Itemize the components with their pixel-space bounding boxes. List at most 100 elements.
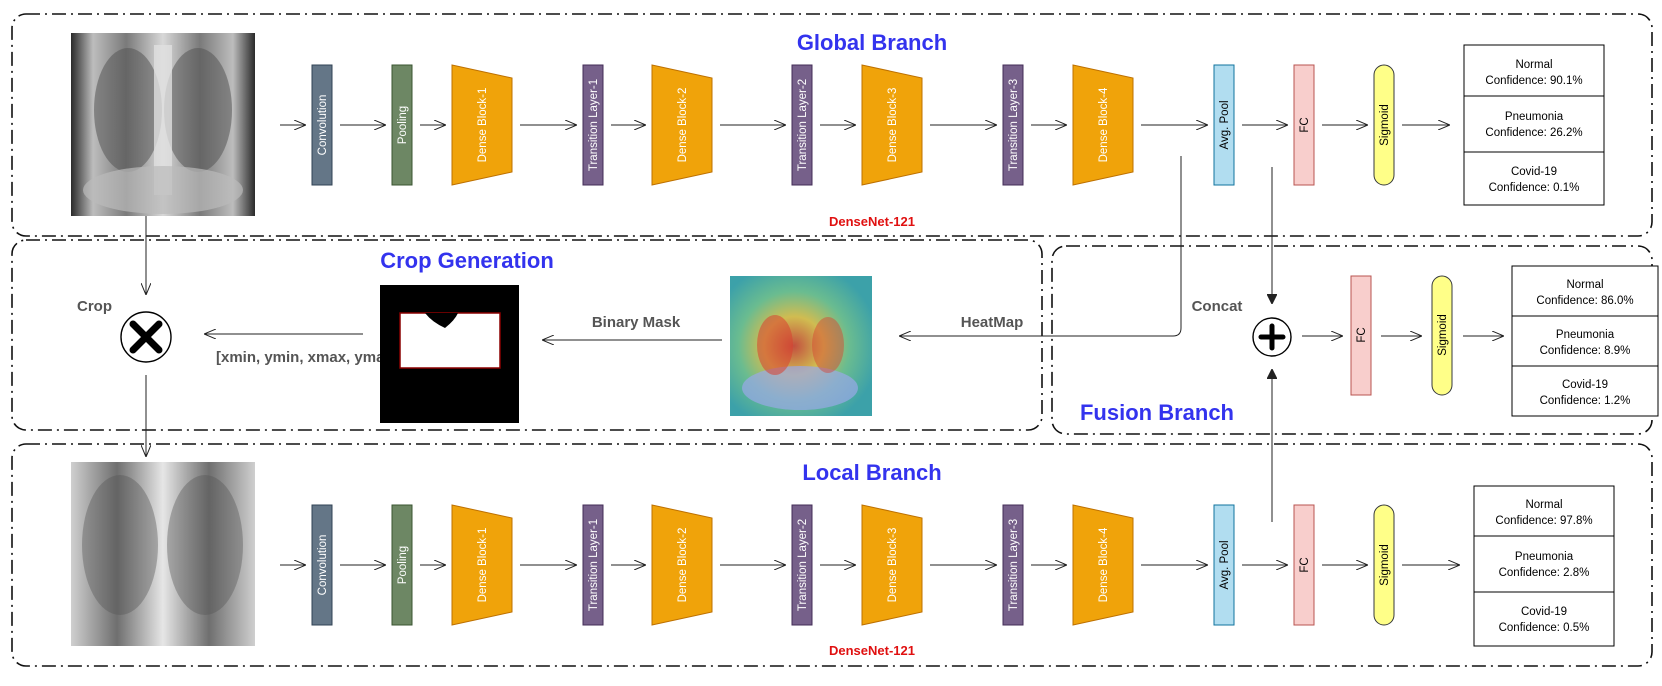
global-layer-shape-9 xyxy=(1072,64,1134,186)
local-output-table: Normal Confidence: 97.8% Pneumonia Confi… xyxy=(1473,485,1615,647)
local-input-crop-image xyxy=(71,462,255,646)
fusion-fc-label: FC xyxy=(1356,327,1368,342)
global-layer-8: Transition Layer-3 xyxy=(1002,64,1024,186)
connector-arrows xyxy=(146,156,1503,522)
local-layer-label-7: Dense Block-3 xyxy=(887,528,899,603)
global-layer-shape-12 xyxy=(1373,64,1395,186)
local-layer-shape-8 xyxy=(1002,504,1024,626)
global-output-label-covid: Covid-19 xyxy=(1511,166,1557,178)
global-branch-boundary xyxy=(11,13,1653,237)
global-layer-shape-10 xyxy=(1213,64,1235,186)
local-layer-label-12: Sigmoid xyxy=(1379,544,1391,586)
local-layer-shape-2 xyxy=(391,504,413,626)
global-layer-label-4: Transition Layer-1 xyxy=(588,79,600,171)
global-output-confidence-pneumonia: Confidence: 26.2% xyxy=(1485,127,1582,139)
global-layer-label-1: Convolution xyxy=(317,95,329,156)
global-layer-6: Transition Layer-2 xyxy=(791,64,813,186)
local-output-label-normal: Normal xyxy=(1525,499,1562,511)
global-layer-12: Sigmoid xyxy=(1373,64,1395,186)
fusion-output-confidence-covid: Confidence: 1.2% xyxy=(1540,395,1631,407)
local-layer-12: Sigmoid xyxy=(1373,504,1395,626)
global-layer-shape-5 xyxy=(651,64,713,186)
global-layer-label-11: FC xyxy=(1299,117,1311,132)
fusion-branch-title: Fusion Branch xyxy=(1080,400,1234,425)
local-branch-layers: Convolution Pooling Dense Block-1 Transitio… xyxy=(311,504,1395,626)
global-layer-label-12: Sigmoid xyxy=(1379,104,1391,146)
local-layer-4: Transition Layer-1 xyxy=(582,504,604,626)
global-output-confidence-normal: Confidence: 90.1% xyxy=(1485,75,1582,87)
global-layer-2: Pooling xyxy=(391,64,413,186)
global-layer-shape-1 xyxy=(311,64,333,186)
local-layer-label-6: Transition Layer-2 xyxy=(797,519,809,611)
fusion-output-label-covid: Covid-19 xyxy=(1562,379,1608,391)
local-layer-3: Dense Block-1 xyxy=(451,504,513,626)
local-branch-title: Local Branch xyxy=(802,460,941,485)
global-layer-shape-2 xyxy=(391,64,413,186)
global-layer-1: Convolution xyxy=(311,64,333,186)
global-layer-label-5: Dense Block-2 xyxy=(677,88,689,163)
local-output-confidence-pneumonia: Confidence: 2.8% xyxy=(1499,567,1590,579)
local-layer-label-2: Pooling xyxy=(397,546,409,584)
fusion-fc-layer: FC xyxy=(1350,275,1372,396)
local-branch-boundary xyxy=(11,443,1653,667)
local-layer-label-4: Transition Layer-1 xyxy=(588,519,600,611)
fusion-output-confidence-pneumonia: Confidence: 8.9% xyxy=(1540,345,1631,357)
global-layer-shape-11 xyxy=(1293,64,1315,186)
global-layer-3: Dense Block-1 xyxy=(451,64,513,186)
global-layer-shape-4 xyxy=(582,64,604,186)
local-layer-10: Avg. Pool xyxy=(1213,504,1235,626)
global-layer-label-6: Transition Layer-2 xyxy=(797,79,809,171)
global-output-table: Normal Confidence: 90.1% Pneumonia Confi… xyxy=(1463,44,1605,206)
local-layer-label-10: Avg. Pool xyxy=(1219,540,1231,589)
local-layer-label-11: FC xyxy=(1299,557,1311,572)
local-layer-shape-1 xyxy=(311,504,333,626)
global-branch-layers: Convolution Pooling Dense Block-1 Transitio… xyxy=(311,64,1395,186)
fusion-output-label-normal: Normal xyxy=(1566,279,1603,291)
local-layer-shape-9 xyxy=(1072,504,1134,626)
global-output-confidence-covid: Confidence: 0.1% xyxy=(1489,182,1580,194)
heatmap-image xyxy=(730,276,872,416)
global-output-label-normal: Normal xyxy=(1515,59,1552,71)
local-output-label-covid: Covid-19 xyxy=(1521,606,1567,618)
local-layer-label-9: Dense Block-4 xyxy=(1098,527,1110,602)
crop-generation-boundary xyxy=(11,239,1043,431)
local-layer-shape-7 xyxy=(861,504,923,626)
global-layer-7: Dense Block-3 xyxy=(861,64,923,186)
local-backbone-label: DenseNet-121 xyxy=(829,643,915,658)
local-layer-11: FC xyxy=(1293,504,1315,626)
global-layer-label-3: Dense Block-1 xyxy=(477,88,489,163)
local-layer-shape-3 xyxy=(451,504,513,626)
local-layer-7: Dense Block-3 xyxy=(861,504,923,626)
fusion-sigmoid-label: Sigmoid xyxy=(1437,314,1449,356)
concat-plus-icon xyxy=(1252,317,1292,357)
global-layer-label-10: Avg. Pool xyxy=(1219,100,1231,149)
global-input-xray-image xyxy=(71,33,255,216)
local-layer-shape-12 xyxy=(1373,504,1395,626)
local-layer-2: Pooling xyxy=(391,504,413,626)
global-layer-label-7: Dense Block-3 xyxy=(887,88,899,163)
heatmap-label: HeatMap xyxy=(961,314,1024,331)
global-output-label-pneumonia: Pneumonia xyxy=(1505,111,1564,123)
global-layer-shape-7 xyxy=(861,64,923,186)
crop-multiply-icon xyxy=(120,311,172,363)
local-output-label-pneumonia: Pneumonia xyxy=(1515,551,1574,563)
crop-generation-title: Crop Generation xyxy=(380,248,554,273)
fusion-output-label-pneumonia: Pneumonia xyxy=(1556,329,1615,341)
fusion-branch-boundary xyxy=(1051,245,1653,435)
global-layer-shape-3 xyxy=(451,64,513,186)
local-layer-shape-6 xyxy=(791,504,813,626)
local-output-confidence-normal: Confidence: 97.8% xyxy=(1495,515,1592,527)
global-layer-11: FC xyxy=(1293,64,1315,186)
global-layer-label-8: Transition Layer-3 xyxy=(1008,79,1020,171)
global-layer-label-9: Dense Block-4 xyxy=(1098,87,1110,162)
local-layer-1: Convolution xyxy=(311,504,333,626)
global-layer-9: Dense Block-4 xyxy=(1072,64,1134,186)
local-layer-label-5: Dense Block-2 xyxy=(677,528,689,603)
local-layer-5: Dense Block-2 xyxy=(651,504,713,626)
local-layer-label-8: Transition Layer-3 xyxy=(1008,519,1020,611)
local-layer-label-1: Convolution xyxy=(317,535,329,596)
local-layer-8: Transition Layer-3 xyxy=(1002,504,1024,626)
concat-label: Concat xyxy=(1192,298,1243,315)
